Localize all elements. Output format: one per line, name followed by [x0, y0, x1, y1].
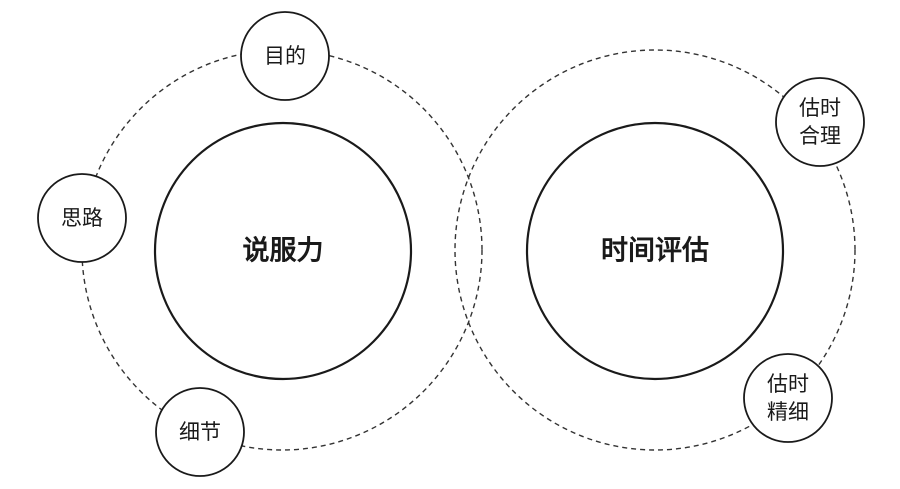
node-estimate-reasonable-circle: [775, 77, 865, 167]
right-orbit-ring: [454, 49, 856, 451]
node-estimate-reasonable: 估时 合理: [775, 77, 865, 167]
node-details-circle: [155, 387, 245, 477]
node-estimate-refined-line1: 估时: [767, 372, 809, 396]
left-main-circle: [153, 121, 413, 381]
node-purpose-label: 目的: [264, 44, 306, 68]
node-purpose: 目的: [240, 11, 330, 101]
node-approach-label: 思路: [61, 206, 103, 230]
right-main-label: 时间评估: [601, 236, 709, 267]
node-details-label: 细节: [179, 420, 221, 444]
node-estimate-reasonable-line1: 估时: [799, 96, 841, 120]
node-estimate-reasonable-line2: 合理: [799, 124, 841, 148]
node-estimate-refined: 估时 精细: [743, 353, 833, 443]
node-approach: 思路: [37, 173, 127, 263]
node-estimate-refined-circle: [743, 353, 833, 443]
left-main-label: 说服力: [243, 236, 324, 267]
left-orbit-ring: [81, 49, 483, 451]
right-main-circle: [525, 121, 785, 381]
node-estimate-refined-line2: 精细: [767, 400, 809, 424]
node-details: 细节: [155, 387, 245, 477]
node-purpose-circle: [240, 11, 330, 101]
node-approach-circle: [37, 173, 127, 263]
